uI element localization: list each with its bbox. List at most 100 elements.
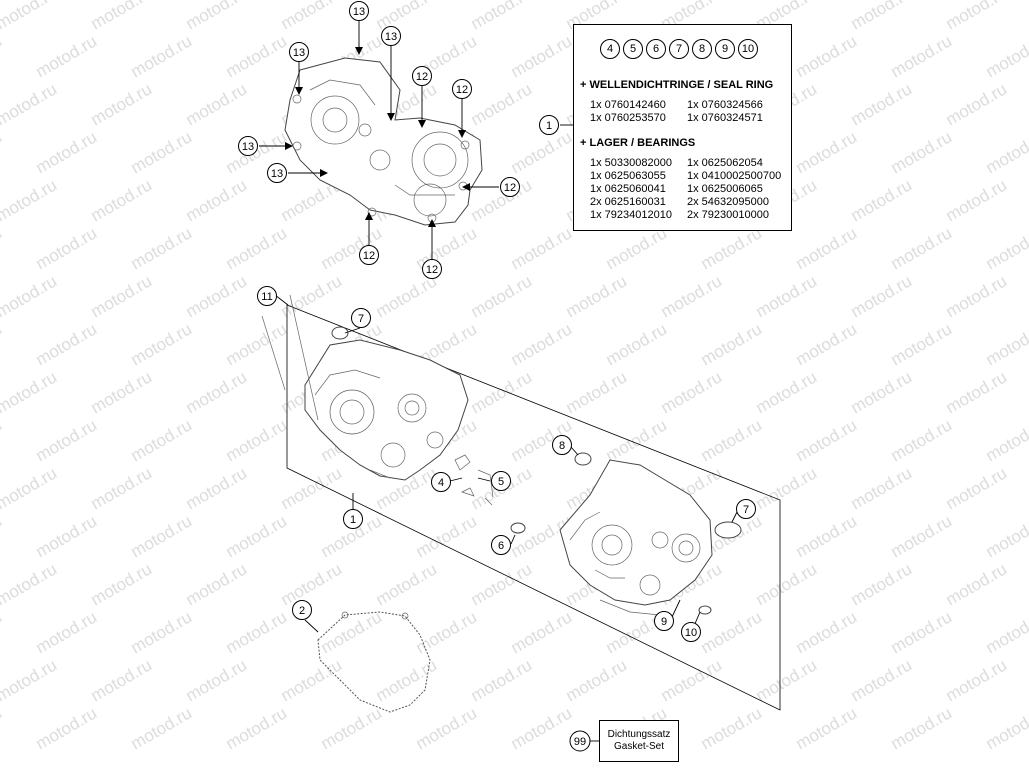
watermark-text: motod.ru <box>698 319 766 369</box>
watermark-text: motod.ru <box>508 703 576 753</box>
watermark-text: motod.ru <box>943 271 1011 321</box>
watermark-text: motod.ru <box>128 415 196 465</box>
watermark-text: motod.ru <box>888 511 956 561</box>
seal-ring-heading: + WELLENDICHTRINGE / SEAL RING <box>580 79 774 91</box>
watermark-text: motod.ru <box>0 703 5 753</box>
watermark-text: motod.ru <box>848 655 916 705</box>
small-parts <box>454 452 742 615</box>
watermark-text: motod.ru <box>468 655 536 705</box>
watermark-text: motod.ru <box>33 415 101 465</box>
callout-9: 9 <box>654 611 674 631</box>
watermark-text: motod.ru <box>658 367 726 417</box>
watermark-text: motod.ru <box>848 463 916 513</box>
watermark-text: motod.ru <box>183 0 251 33</box>
watermark-text: motod.ru <box>88 367 156 417</box>
assembly-outline <box>286 304 781 711</box>
svg-text:13: 13 <box>293 47 305 59</box>
watermark-text: motod.ru <box>793 223 861 273</box>
seal-item: 1x 0760324571 <box>687 112 763 124</box>
watermark-text: motod.ru <box>128 319 196 369</box>
bearing-item: 1x 0410002500700 <box>687 170 782 182</box>
svg-text:9: 9 <box>661 616 667 628</box>
legend-number: 5 <box>623 39 643 59</box>
watermark-text: motod.ru <box>983 223 1029 273</box>
bearing-item: 2x 0625160031 <box>590 196 666 208</box>
callout-7-right: 7 <box>736 499 756 519</box>
gasket-set-label-en: Gasket-Set <box>613 741 665 752</box>
bearing-item: 1x 0625062054 <box>687 157 763 169</box>
legend-number-row: 4 5 6 7 8 9 10 <box>600 39 758 59</box>
watermark-text: motod.ru <box>0 559 60 609</box>
watermark-text: motod.ru <box>848 271 916 321</box>
callout-bubbles: 13 13 13 13 13 12 12 12 12 12 11 7 4 5 1… <box>238 1 756 752</box>
watermark-text: motod.ru <box>943 463 1011 513</box>
parts-legend-box: 4 5 6 7 8 9 10 + WELLENDICHTRINGE / SEAL… <box>573 24 792 231</box>
callout-13-upper-left: 13 <box>289 42 309 62</box>
watermark-text: motod.ru <box>753 655 821 705</box>
watermark-text: motod.ru <box>183 79 251 129</box>
callout-8: 8 <box>552 435 572 455</box>
bearing-item: 1x 0625006065 <box>687 183 763 195</box>
watermark-text: motod.ru <box>983 415 1029 465</box>
watermark-text: motod.ru <box>223 607 291 657</box>
svg-text:12: 12 <box>456 84 468 96</box>
bearing-item: 2x 79230010000 <box>687 209 769 221</box>
watermark-text: motod.ru <box>128 607 196 657</box>
watermark-text: motod.ru <box>373 0 441 33</box>
callout-10: 10 <box>681 622 701 642</box>
svg-text:1: 1 <box>546 120 552 132</box>
watermark-text: motod.ru <box>508 127 576 177</box>
watermark-text: motod.ru <box>0 319 5 369</box>
watermark-text: motod.ru <box>183 655 251 705</box>
watermark-text: motod.ru <box>33 703 101 753</box>
callout-5: 5 <box>491 471 511 491</box>
watermark-text: motod.ru <box>33 31 101 81</box>
callout-1-assembly: 1 <box>343 509 363 529</box>
watermark-text: motod.ru <box>603 319 671 369</box>
bearing-item: 1x 50330082000 <box>590 157 672 169</box>
svg-text:10: 10 <box>685 627 697 639</box>
watermark-text: motod.ru <box>793 703 861 753</box>
crankcase-inner-view <box>284 57 483 226</box>
callout-1-legend: 1 <box>539 115 559 135</box>
watermark-text: motod.ru <box>888 703 956 753</box>
watermark-text: motod.ru <box>373 559 441 609</box>
watermark-text: motod.ru <box>0 271 60 321</box>
callout-13-upper-mid: 13 <box>381 26 401 46</box>
svg-text:99: 99 <box>574 736 586 748</box>
watermark-text: motod.ru <box>413 511 481 561</box>
watermark-text: motod.ru <box>88 463 156 513</box>
watermark-text: motod.ru <box>793 319 861 369</box>
svg-text:12: 12 <box>363 250 375 262</box>
watermark-text: motod.ru <box>983 703 1029 753</box>
callout-6: 6 <box>491 535 511 555</box>
watermark-text: motod.ru <box>223 319 291 369</box>
watermark-text: motod.ru <box>658 655 726 705</box>
svg-text:2: 2 <box>299 605 305 617</box>
watermark-text: motod.ru <box>0 367 60 417</box>
watermark-text: motod.ru <box>0 0 60 33</box>
watermark-text: motod.ru <box>33 511 101 561</box>
svg-text:11: 11 <box>261 291 272 303</box>
watermark-text: motod.ru <box>848 175 916 225</box>
watermark-text: motod.ru <box>183 367 251 417</box>
arrow-heads <box>285 47 470 227</box>
callout-12-bottom-right: 12 <box>422 259 442 279</box>
svg-text:6: 6 <box>498 540 504 552</box>
watermark-text: motod.ru <box>848 0 916 33</box>
watermark-text: motod.ru <box>278 655 346 705</box>
svg-text:5: 5 <box>498 476 504 488</box>
callout-11: 11 <box>257 286 277 306</box>
watermark-text: motod.ru <box>88 175 156 225</box>
callout-12-right: 12 <box>500 177 520 197</box>
watermark-text: motod.ru <box>943 655 1011 705</box>
watermark-text: motod.ru <box>983 127 1029 177</box>
legend-number: 6 <box>646 39 666 59</box>
watermark-text: motod.ru <box>0 127 5 177</box>
callout-2: 2 <box>292 600 312 620</box>
legend-number: 8 <box>692 39 712 59</box>
seal-item: 1x 0760253570 <box>590 112 666 124</box>
watermark-text: motod.ru <box>88 655 156 705</box>
watermark-text: motod.ru <box>468 0 536 33</box>
